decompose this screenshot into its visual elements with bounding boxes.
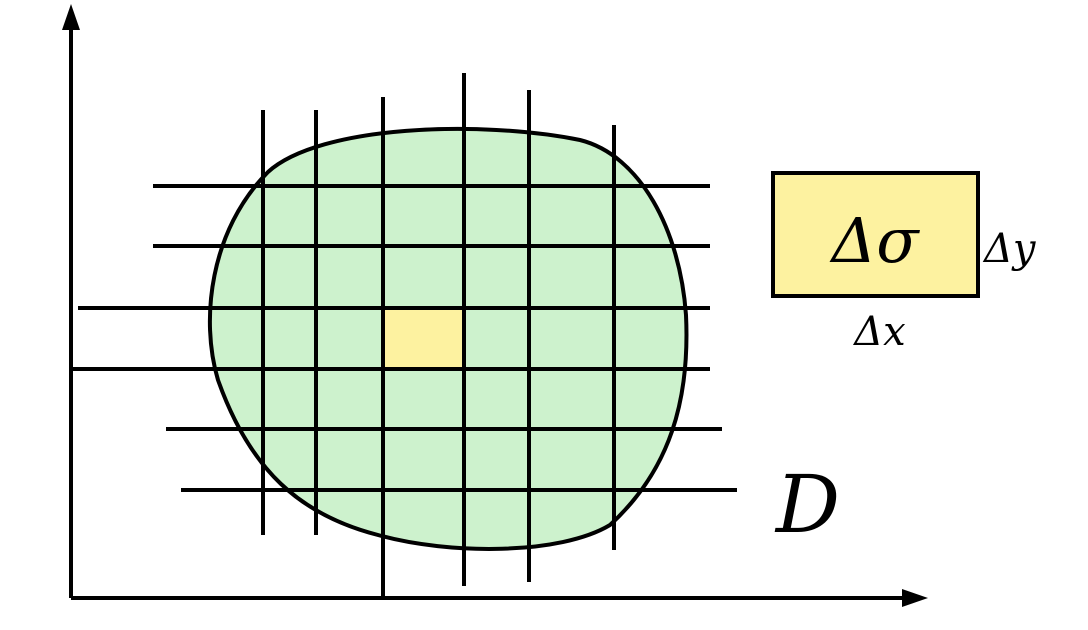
region-label: D [774, 458, 840, 551]
axes [69, 22, 905, 600]
region-d-boundary [207, 126, 689, 551]
y-axis-arrowhead [62, 4, 80, 30]
area-element-cell [385, 308, 463, 367]
height-label: Δy [982, 226, 1037, 272]
area-element-label: Δσ [829, 204, 920, 277]
width-label: Δx [852, 309, 905, 355]
magnified-element-box [771, 171, 980, 298]
x-axis-arrowhead [902, 589, 928, 607]
grid-lines [71, 73, 737, 598]
